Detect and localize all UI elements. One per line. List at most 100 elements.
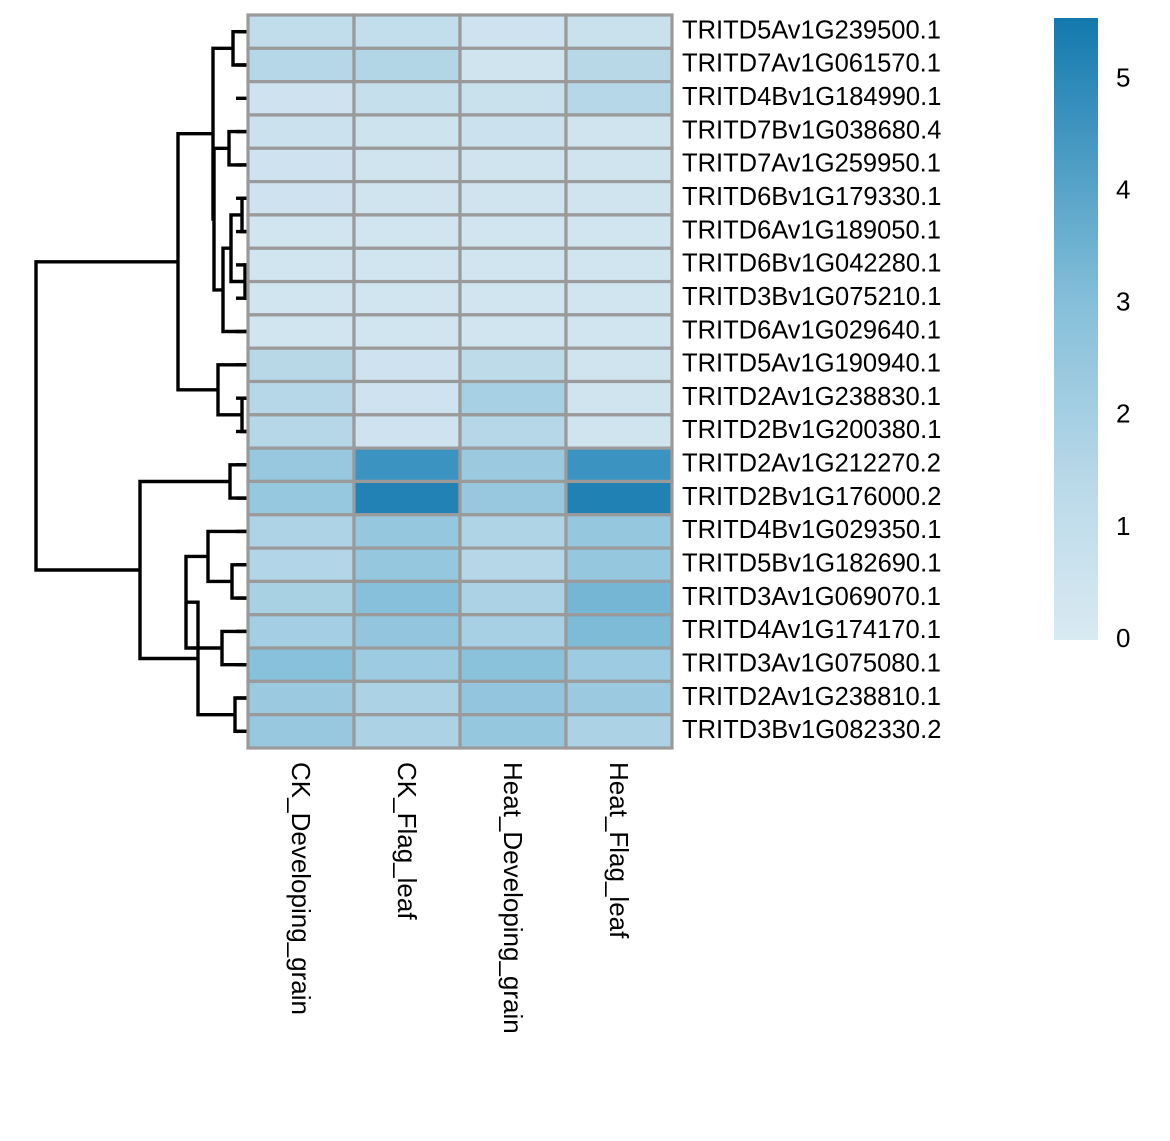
heatmap-cell — [352, 413, 462, 450]
row-label: TRITD6Bv1G179330.1 — [682, 183, 941, 211]
row-label: TRITD2Av1G238810.1 — [682, 683, 941, 711]
heatmap-cell — [458, 313, 568, 350]
row-label: TRITD6Bv1G042280.1 — [682, 250, 941, 278]
heatmap-cell — [458, 513, 568, 550]
row-label: TRITD7Av1G259950.1 — [682, 150, 941, 178]
heatmap-cell — [246, 246, 356, 284]
dendrogram-branch — [34, 260, 178, 572]
dendrogram-branch — [233, 696, 248, 733]
row-labels: TRITD5Av1G239500.1TRITD7Av1G061570.1TRIT… — [682, 16, 941, 744]
heatmap-cell — [564, 579, 674, 617]
heatmap-cell — [564, 113, 674, 150]
heatmap-cell — [352, 546, 462, 584]
heatmap-cell — [458, 46, 568, 84]
heatmap-cell — [458, 713, 568, 750]
heatmap-cell — [246, 146, 356, 184]
row-label: TRITD5Av1G190940.1 — [682, 350, 941, 378]
heatmap-cell — [564, 379, 674, 417]
heatmap-cell — [352, 613, 462, 650]
heatmap-cell — [246, 80, 356, 117]
column-label: CK_Flag_leaf — [392, 762, 422, 920]
heatmap-cell — [246, 679, 356, 717]
heatmap-cell — [352, 246, 462, 284]
column-label: Heat_Flag_leaf — [604, 762, 634, 939]
heatmap-cell — [564, 446, 674, 484]
heatmap-cell — [458, 279, 568, 317]
dendrogram-branch — [231, 30, 248, 67]
heatmap-cell — [458, 246, 568, 284]
heatmap-cell — [246, 346, 356, 384]
dendrogram-branch — [206, 529, 248, 584]
row-label: TRITD3Bv1G075210.1 — [682, 283, 941, 311]
heatmap-cell — [352, 313, 462, 350]
column-labels: CK_Developing_grain CK_Flag_leaf Heat_Deve… — [286, 762, 634, 1034]
heatmap-cell — [352, 13, 462, 50]
heatmap-cell — [458, 379, 568, 417]
row-label: TRITD4Bv1G029350.1 — [682, 516, 941, 544]
heatmap-cell — [246, 713, 356, 750]
heatmap-cell — [352, 179, 462, 217]
heatmap-cell — [352, 213, 462, 250]
row-label: TRITD2Bv1G200380.1 — [682, 416, 941, 444]
heatmap-cell — [564, 346, 674, 384]
heatmap-cell — [246, 513, 356, 550]
heatmap-cell — [458, 146, 568, 184]
heatmap-cell — [458, 346, 568, 384]
heatmap-cell — [564, 46, 674, 84]
heatmap-cell — [564, 179, 674, 217]
heatmap-cells — [246, 13, 674, 750]
dendrogram-branch — [228, 463, 248, 500]
heatmap-cell — [458, 213, 568, 250]
row-label: TRITD3Av1G069070.1 — [682, 583, 941, 611]
heatmap-cell — [246, 579, 356, 617]
row-label: TRITD6Av1G029640.1 — [682, 316, 941, 344]
heatmap-cell — [564, 679, 674, 717]
heatmap-cell — [246, 446, 356, 484]
heatmap-cell — [246, 113, 356, 150]
row-dendrogram — [34, 30, 248, 733]
heatmap-cell — [246, 646, 356, 683]
heatmap-cell — [246, 13, 356, 50]
heatmap-cell — [246, 479, 356, 517]
row-label: TRITD7Av1G061570.1 — [682, 50, 941, 78]
row-label: TRITD5Av1G239500.1 — [682, 16, 941, 44]
heatmap-cell — [352, 113, 462, 150]
heatmap-cell — [458, 579, 568, 617]
heatmap-cell — [458, 479, 568, 517]
heatmap-cell — [246, 546, 356, 584]
heatmap-cell — [458, 413, 568, 450]
heatmap-cell — [352, 346, 462, 384]
heatmap-cell — [352, 646, 462, 683]
heatmap-cell — [352, 579, 462, 617]
column-label: Heat_Developing_grain — [498, 762, 528, 1034]
dendrogram-branch — [220, 629, 248, 667]
colorbar-gradient — [1054, 18, 1098, 640]
colorbar-tick-label: 4 — [1116, 175, 1130, 205]
colorbar-tick-label: 0 — [1116, 623, 1130, 653]
row-label: TRITD7Bv1G038680.4 — [682, 116, 941, 144]
row-label: TRITD2Bv1G176000.2 — [682, 483, 941, 511]
colorbar-tick-label: 1 — [1116, 511, 1130, 541]
heatmap-cell — [352, 80, 462, 117]
row-tick-marks — [236, 29, 248, 734]
row-label: TRITD2Av1G238830.1 — [682, 383, 941, 411]
heatmap-cell — [352, 279, 462, 317]
heatmap-cell — [458, 80, 568, 117]
heatmap-cell — [352, 146, 462, 184]
row-label: TRITD2Av1G212270.2 — [682, 450, 941, 478]
heatmap-cell — [458, 113, 568, 150]
heatmap-cell — [246, 179, 356, 217]
row-label: TRITD5Bv1G182690.1 — [682, 549, 941, 577]
heatmap-cell — [246, 379, 356, 417]
row-label: TRITD6Av1G189050.1 — [682, 216, 941, 244]
heatmap-cell — [564, 279, 674, 317]
heatmap-cell — [246, 213, 356, 250]
row-label: TRITD4Bv1G184990.1 — [682, 83, 941, 111]
column-label: CK_Developing_grain — [286, 762, 316, 1015]
heatmap-cell — [564, 479, 674, 517]
heatmap-cell — [564, 413, 674, 450]
heatmap-cell — [246, 313, 356, 350]
